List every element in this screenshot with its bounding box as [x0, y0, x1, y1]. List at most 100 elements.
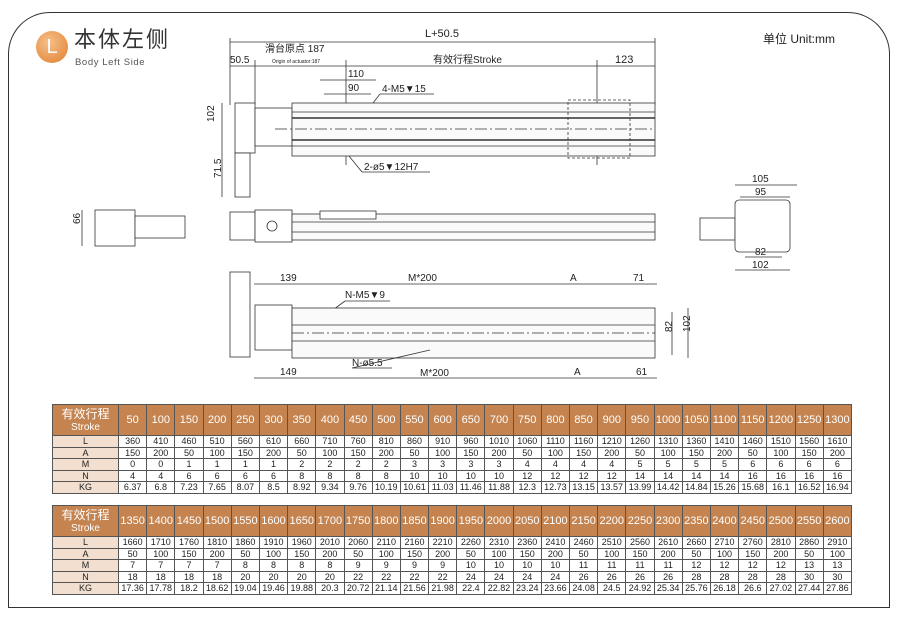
stroke-value: 1300: [822, 404, 853, 436]
dim-overall: L+50.5: [425, 28, 459, 40]
stroke-value: 2350: [681, 505, 711, 537]
table-cell: 10.19: [371, 481, 401, 494]
table-cell: 6: [738, 458, 768, 471]
stroke-value: 1600: [258, 505, 289, 537]
dim-m200-bottom: M*200: [420, 368, 449, 379]
dim-95: 95: [755, 187, 767, 198]
table-cell: 22: [428, 570, 458, 583]
table-cell: 1010: [484, 435, 514, 448]
table-cell: 18: [202, 570, 232, 583]
table-cell: 5: [681, 458, 711, 471]
table-cell: 200: [315, 547, 345, 560]
table-cell: 28: [709, 570, 740, 583]
table-cell: 100: [709, 547, 740, 560]
table-cell: 28: [681, 570, 711, 583]
table-cell: 14.42: [653, 481, 683, 494]
stroke-value: 2000: [484, 505, 514, 537]
page-frame-bottom: [8, 607, 890, 608]
table-cell: 660: [287, 435, 317, 448]
table-cell: 7.65: [202, 481, 232, 494]
table-cell: 50: [230, 547, 260, 560]
table-cell: 9.76: [343, 481, 373, 494]
table-cell: 2560: [625, 536, 655, 549]
table-cell: 1760: [174, 536, 204, 549]
table-cell: 2360: [512, 536, 542, 549]
table-cell: 100: [371, 547, 401, 560]
table-cell: 200: [202, 547, 232, 560]
table-cell: 0: [146, 458, 176, 471]
table-cell: 2210: [428, 536, 458, 549]
table-cell: 2: [343, 458, 373, 471]
table-cell: 24.92: [625, 582, 655, 595]
table-cell: 2710: [709, 536, 740, 549]
pin-label: 2-ø5▼12H7: [364, 162, 419, 173]
dim-71: 71: [633, 273, 645, 284]
table-cell: 4: [568, 458, 599, 471]
table-cell: 10: [540, 559, 571, 572]
table-cell: 100: [822, 547, 853, 560]
stroke-value: 2600: [822, 505, 853, 537]
table-cell: 150: [738, 547, 768, 560]
table-cell: 20: [287, 570, 317, 583]
table-cell: 50: [399, 446, 430, 459]
table-cell: 2760: [738, 536, 768, 549]
stroke-value: 750: [512, 404, 542, 436]
table-cell: 1910: [258, 536, 289, 549]
stroke-value: 1450: [174, 505, 204, 537]
table-cell: 16.52: [794, 481, 824, 494]
stroke-header-cn: 有效行程: [61, 406, 110, 421]
table-cell: 6: [202, 469, 232, 482]
table-cell: 1: [174, 458, 204, 471]
table-cell: 200: [258, 446, 289, 459]
origin-label-cn: 滑台原点 187: [265, 42, 325, 55]
table-cell: 50: [625, 446, 655, 459]
table-cell: 100: [653, 446, 683, 459]
table-cell: 7: [202, 559, 232, 572]
dim-102-top: 102: [206, 105, 217, 122]
table-cell: 4: [597, 458, 627, 471]
table-cell: 14: [653, 469, 683, 482]
table-cell: 100: [540, 446, 571, 459]
stroke-value: 150: [174, 404, 204, 436]
stroke-value: 650: [456, 404, 486, 436]
table-cell: 20: [315, 570, 345, 583]
table-cell: 200: [540, 547, 571, 560]
table-cell: 10: [428, 469, 458, 482]
table-cell: 1260: [625, 435, 655, 448]
stroke-value: 1650: [287, 505, 317, 537]
table-cell: 6: [766, 458, 796, 471]
table-cell: 6: [258, 469, 289, 482]
table-cell: 200: [371, 446, 401, 459]
table-cell: 11.88: [484, 481, 514, 494]
dim-149: 149: [280, 367, 297, 378]
table-cell: 560: [230, 435, 260, 448]
dim-a-top: A: [570, 273, 577, 284]
table-cell: 4: [117, 469, 148, 482]
dim-102-bottom: 102: [682, 315, 693, 332]
table-cell: 19.46: [258, 582, 289, 595]
table-cell: 10: [484, 559, 514, 572]
row-label: A: [52, 446, 119, 459]
table-cell: 1510: [766, 435, 796, 448]
stroke-header-cn: 有效行程: [61, 507, 110, 522]
stroke-value: 250: [230, 404, 260, 436]
table-cell: 18: [117, 570, 148, 583]
stroke-value: 1100: [709, 404, 740, 436]
row-label: A: [52, 547, 119, 560]
stroke-label: 有效行程Stroke: [433, 53, 502, 66]
table-cell: 6: [794, 458, 824, 471]
table-cell: 12.3: [512, 481, 542, 494]
table-cell: 2810: [766, 536, 796, 549]
table-cell: 6.37: [117, 481, 148, 494]
table-cell: 2060: [343, 536, 373, 549]
table-cell: 2910: [822, 536, 853, 549]
table-cell: 8: [315, 559, 345, 572]
stroke-value: 1250: [794, 404, 824, 436]
table-cell: 16: [738, 469, 768, 482]
table-cell: 150: [343, 446, 373, 459]
table-cell: 2260: [456, 536, 486, 549]
